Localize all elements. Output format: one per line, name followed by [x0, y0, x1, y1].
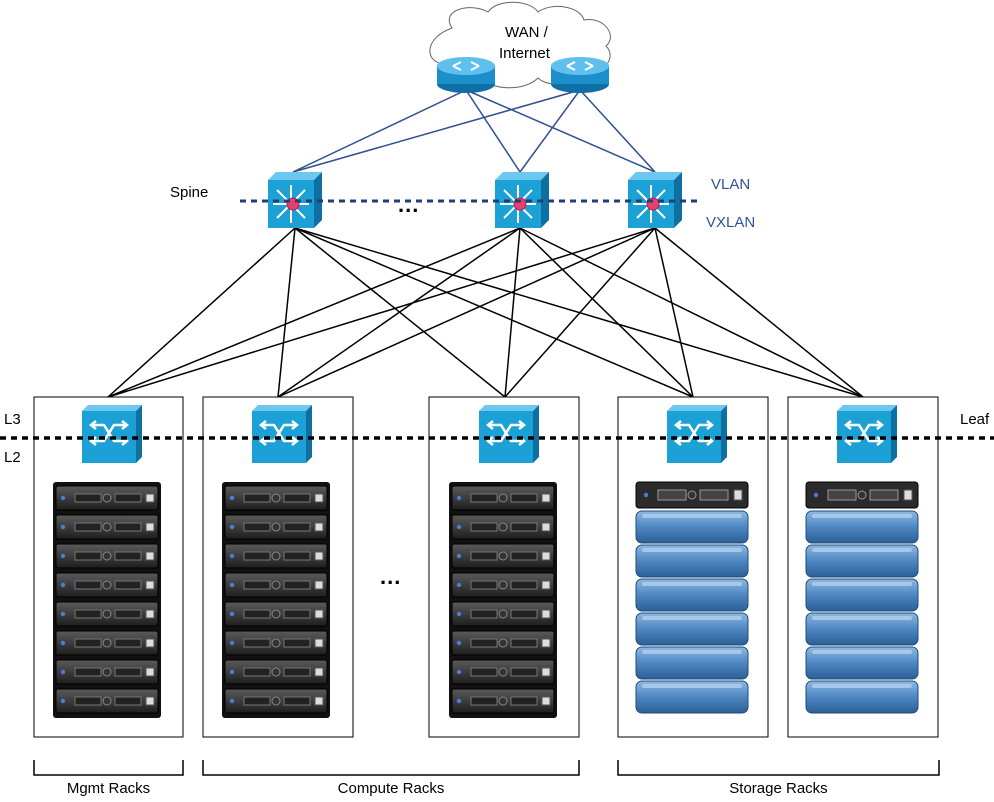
- server-rack-icon: [449, 482, 557, 718]
- server-unit: [451, 601, 555, 627]
- leaf-label: Leaf: [960, 411, 990, 428]
- server-unit: [451, 688, 555, 714]
- multilayer-switch-icon: [495, 172, 549, 228]
- server-unit: [451, 630, 555, 656]
- router-icon: [551, 57, 609, 93]
- disk-shelf: [805, 578, 919, 612]
- server-unit: [224, 485, 328, 511]
- layer2-switch-icon: [837, 405, 897, 463]
- storage-array-icon: [635, 481, 749, 714]
- disk-shelf: [635, 646, 749, 680]
- spine-leaf-links: [107, 227, 864, 398]
- layer2-switch-icon: [82, 405, 142, 463]
- storage-array-icon: [805, 481, 919, 714]
- mgmt-racks-label: Mgmt Racks: [66, 780, 151, 797]
- server-unit: [55, 688, 159, 714]
- storage-arrays: [635, 481, 919, 714]
- server-rack-icon: [222, 482, 330, 718]
- vlan-label: VLAN: [711, 176, 751, 193]
- l2-label: L2: [4, 449, 21, 466]
- server-unit: [224, 601, 328, 627]
- multilayer-switch-icon: [628, 172, 682, 228]
- server-unit: [224, 572, 328, 598]
- disk-shelf: [805, 646, 919, 680]
- disk-shelf: [635, 578, 749, 612]
- server-unit: [55, 485, 159, 511]
- layer2-switch-icon: [479, 405, 539, 463]
- server-unit: [451, 543, 555, 569]
- server-unit: [224, 630, 328, 656]
- server-rack-icon: [53, 482, 161, 718]
- disk-shelf: [805, 544, 919, 578]
- router-icon: [437, 57, 495, 93]
- l3-label: L3: [4, 411, 21, 428]
- wan-label-line2: Internet: [499, 45, 550, 62]
- server-unit: [55, 572, 159, 598]
- server-unit: [224, 514, 328, 540]
- server-unit: [224, 543, 328, 569]
- wan-label-line1: WAN /: [505, 24, 548, 41]
- disk-shelf: [635, 544, 749, 578]
- storage-racks-label: Storage Racks: [729, 780, 828, 797]
- disk-shelf: [805, 510, 919, 544]
- server-unit: [55, 543, 159, 569]
- server-unit: [451, 572, 555, 598]
- server-racks: [53, 482, 557, 718]
- server-unit: [451, 485, 555, 511]
- vxlan-label: VXLAN: [706, 214, 756, 231]
- disk-shelf: [805, 680, 919, 714]
- rack-ellipsis: ...: [380, 564, 402, 589]
- spine-label: Spine: [170, 184, 209, 201]
- disk-shelf: [635, 510, 749, 544]
- spine-ellipsis: ...: [398, 192, 420, 217]
- server-unit: [55, 659, 159, 685]
- server-unit: [224, 688, 328, 714]
- wan-links: [292, 89, 656, 173]
- layer2-switch-icon: [667, 405, 727, 463]
- layer2-switch-icon: [252, 405, 312, 463]
- disk-shelf: [805, 612, 919, 646]
- compute-racks-label: Compute Racks: [337, 780, 445, 797]
- server-unit: [55, 601, 159, 627]
- server-unit: [451, 659, 555, 685]
- disk-shelf: [635, 612, 749, 646]
- server-unit: [55, 514, 159, 540]
- server-unit: [55, 630, 159, 656]
- disk-shelf: [635, 680, 749, 714]
- server-unit: [451, 514, 555, 540]
- server-unit: [224, 659, 328, 685]
- group-brackets: [33, 760, 940, 776]
